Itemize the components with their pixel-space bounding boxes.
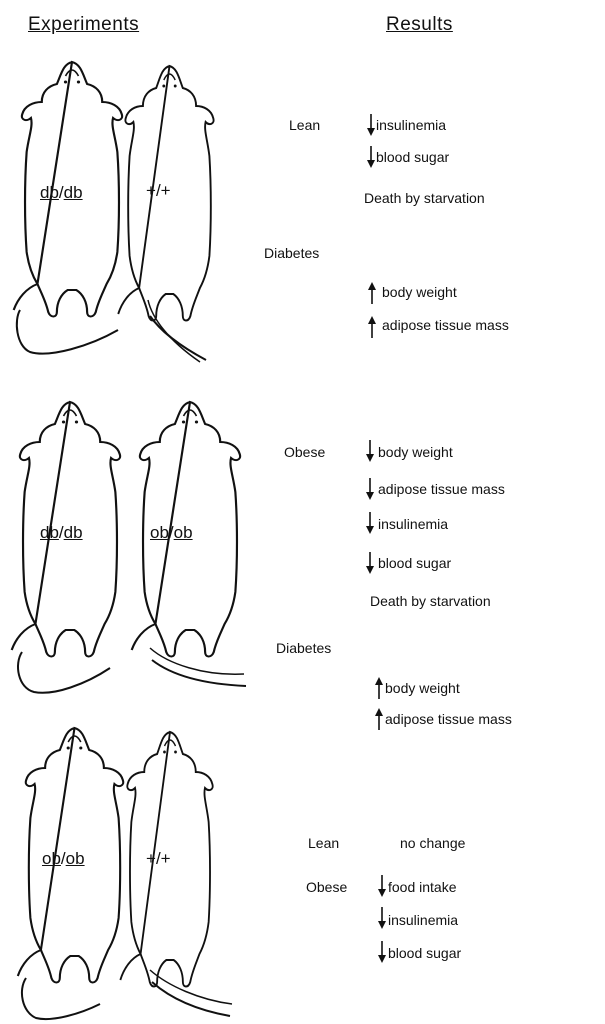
down-arrow-icon xyxy=(367,114,375,136)
down-arrow-icon xyxy=(366,440,374,462)
up-arrow-icon xyxy=(368,316,376,338)
down-arrow-icon xyxy=(367,146,375,168)
down-arrow-icon xyxy=(378,907,386,929)
down-arrow-icon xyxy=(366,552,374,574)
down-arrow-icon xyxy=(378,875,386,897)
down-arrow-icon xyxy=(366,512,374,534)
up-arrow-icon xyxy=(368,282,376,304)
down-arrow-icon xyxy=(378,941,386,963)
down-arrow-icon xyxy=(366,478,374,500)
up-arrow-icon xyxy=(375,708,383,730)
up-arrow-icon xyxy=(375,677,383,699)
